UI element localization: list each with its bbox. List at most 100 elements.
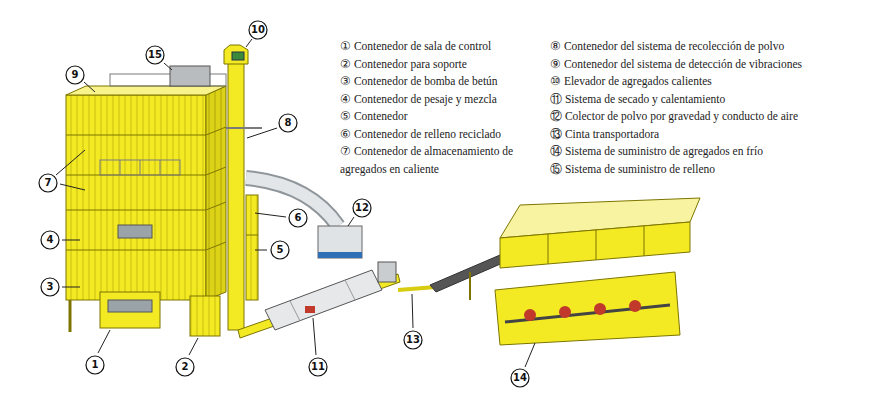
drum-ring bbox=[290, 301, 300, 321]
cold-feeder bbox=[495, 272, 680, 345]
callout-number: 5 bbox=[270, 240, 290, 260]
callout-ring bbox=[309, 358, 327, 376]
tower-front bbox=[66, 95, 206, 300]
leader-line bbox=[98, 330, 110, 353]
callout-ring bbox=[146, 46, 164, 64]
feeder-roller bbox=[594, 303, 606, 315]
container-seam bbox=[206, 167, 226, 175]
railing-post bbox=[120, 160, 121, 175]
container-seam bbox=[246, 235, 258, 236]
leader-lines bbox=[56, 39, 535, 367]
bin-partition bbox=[596, 230, 597, 260]
callout-circle: 13 bbox=[403, 330, 423, 350]
dust-collector bbox=[318, 226, 362, 258]
callout-ring bbox=[271, 241, 289, 259]
callout-ring bbox=[39, 174, 57, 192]
callout-circle: 3 bbox=[40, 277, 60, 297]
callout-circle: 1 bbox=[85, 355, 105, 375]
burner bbox=[378, 262, 396, 282]
side-container bbox=[246, 195, 258, 300]
legend-item: ⑧ Contenedor del sistema de recolección … bbox=[550, 38, 784, 56]
leader-line bbox=[412, 294, 413, 328]
leader-line bbox=[164, 63, 172, 70]
callout-circle: 7 bbox=[38, 173, 58, 193]
legend-item: ⑩ Elevador de agregados calientes bbox=[550, 73, 712, 91]
railing-post bbox=[160, 160, 161, 175]
legend-item: ③ Contenedor de bomba de betún bbox=[340, 73, 540, 91]
callout-number: 15 bbox=[145, 45, 165, 65]
leader-line bbox=[246, 39, 252, 47]
container-seam bbox=[66, 135, 206, 136]
support-container bbox=[190, 296, 220, 336]
callout-number: 12 bbox=[352, 198, 372, 218]
leader-line bbox=[525, 343, 535, 367]
legend-item: ⑥ Contenedor de relleno reciclado bbox=[340, 126, 540, 144]
callout-number: 3 bbox=[40, 277, 60, 297]
callout-circle: 6 bbox=[288, 208, 308, 228]
callout-ring bbox=[289, 209, 307, 227]
container-seam bbox=[206, 127, 226, 135]
container-seam bbox=[206, 202, 226, 210]
callout-circle: 12 bbox=[352, 198, 372, 218]
callout-number: 7 bbox=[38, 173, 58, 193]
conveyor-support bbox=[469, 272, 471, 300]
callout-circle: 5 bbox=[270, 240, 290, 260]
railing-post bbox=[140, 160, 141, 175]
elevator-platform bbox=[226, 127, 262, 129]
legend-item: ① Contenedor de sala de control bbox=[340, 38, 540, 56]
elevator-head bbox=[224, 45, 248, 64]
callout-circle: 9 bbox=[65, 65, 85, 85]
leader-line bbox=[255, 250, 267, 251]
dryer-drum bbox=[265, 270, 382, 330]
legend-item: ⑬ Cinta transportadora bbox=[550, 126, 659, 144]
elevator-motor bbox=[232, 52, 244, 60]
callout-number: 1 bbox=[85, 355, 105, 375]
callout-number: 14 bbox=[510, 368, 530, 388]
filler-supply-unit bbox=[170, 66, 210, 86]
bin-front bbox=[500, 222, 690, 268]
callout-circle: 11 bbox=[308, 357, 328, 377]
tower-leg bbox=[69, 300, 72, 332]
leader-line bbox=[348, 217, 354, 226]
callout-circle: 8 bbox=[278, 113, 298, 133]
feeder-roller bbox=[524, 309, 536, 321]
control-room bbox=[100, 292, 160, 328]
drum-ring bbox=[345, 280, 355, 300]
legend-item: ② Contenedor para soporte bbox=[340, 56, 540, 74]
belt-conveyor bbox=[398, 287, 436, 290]
leader-line bbox=[62, 240, 80, 241]
legend-item: ⑦ Contenedor de almacenamiento de agrega… bbox=[340, 143, 540, 178]
legend-item: ⑫ Colector de polvo por gravedad y condu… bbox=[550, 108, 798, 126]
leader-line bbox=[84, 82, 95, 92]
bin-partition bbox=[548, 234, 549, 264]
callout-number: 10 bbox=[248, 20, 268, 40]
feeder-belt bbox=[505, 305, 670, 322]
callout-circle: 2 bbox=[175, 357, 195, 377]
air-duct bbox=[246, 178, 338, 226]
callout-number: 4 bbox=[40, 230, 60, 250]
callout-ring bbox=[86, 356, 104, 374]
feeder-roller bbox=[629, 300, 641, 312]
callout-number: 9 bbox=[65, 65, 85, 85]
container-seam bbox=[206, 242, 226, 250]
air-duct bbox=[246, 178, 338, 226]
feeder-roller bbox=[559, 306, 571, 318]
bin-partition bbox=[644, 226, 645, 256]
callout-ring bbox=[41, 278, 59, 296]
callout-ring bbox=[353, 199, 371, 217]
callout-number: 13 bbox=[403, 330, 423, 350]
legend-item: ⑤ Contenedor bbox=[340, 108, 540, 126]
callout-ring bbox=[511, 369, 529, 387]
legend-item: ⑨ Contenedor del sistema de detección de… bbox=[550, 56, 802, 74]
leader-line bbox=[247, 128, 277, 138]
leader-line bbox=[189, 338, 198, 355]
control-room-window bbox=[108, 300, 152, 312]
callout-circle: 14 bbox=[510, 368, 530, 388]
callout-ring bbox=[249, 21, 267, 39]
callout-ring bbox=[176, 358, 194, 376]
callout-ring bbox=[41, 231, 59, 249]
container-seam bbox=[66, 210, 206, 211]
tower-side bbox=[206, 86, 226, 300]
callout-number: 11 bbox=[308, 357, 328, 377]
